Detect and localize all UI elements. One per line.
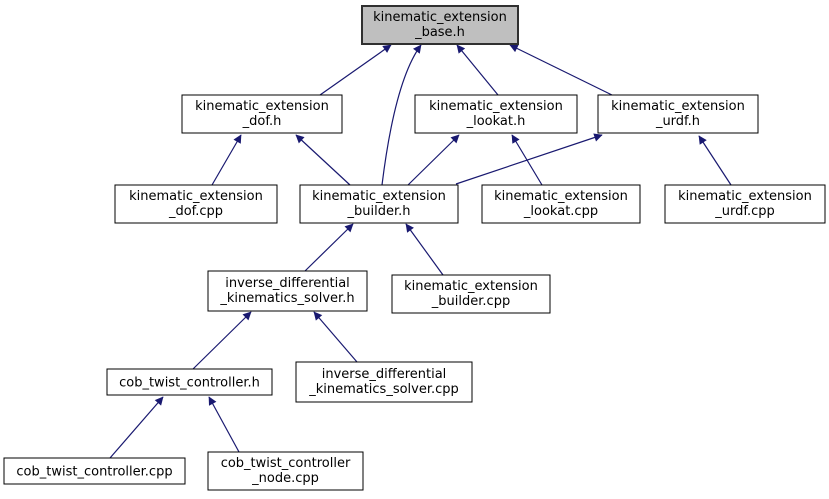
node-box[interactable]: [414, 94, 578, 134]
edge-cob_twist_controller_h--inverse_differential_kinematics_solver_h: [192, 311, 252, 370]
graph-node-kinematic_extension_builder_cpp[interactable]: kinematic_extension_builder.cpp: [391, 274, 551, 314]
node-label-line: _builder.cpp: [431, 294, 510, 309]
graph-node-inverse_differential_kinematics_solver_cpp[interactable]: inverse_differential_kinematics_solver.c…: [295, 361, 473, 403]
node-label-line: _builder.h: [347, 204, 411, 219]
node-box[interactable]: [664, 184, 826, 224]
graph-node-kinematic_extension_urdf_h[interactable]: kinematic_extension_urdf.h: [597, 94, 759, 134]
graph-node-cob_twist_controller_node_cpp[interactable]: cob_twist_controller_node.cpp: [207, 451, 364, 491]
edge-kinematic_extension_builder_h--kinematic_extension_dof_h: [295, 134, 351, 186]
graph-node-kinematic_extension_base_h[interactable]: kinematic_extension_base.h: [361, 5, 519, 45]
edge-inverse_differential_kinematics_solver_cpp--inverse_differential_kinematics_solver_h: [313, 311, 358, 363]
edge-layer: [109, 44, 732, 459]
node-box-selected[interactable]: [361, 5, 519, 45]
node-box[interactable]: [299, 184, 459, 224]
node-box[interactable]: [106, 368, 273, 396]
node-label-line: cob_twist_controller.h: [119, 376, 260, 391]
edge-kinematic_extension_dof_h--kinematic_extension_base_h: [319, 44, 392, 96]
edge-cob_twist_controller_node_cpp--cob_twist_controller_h: [208, 396, 240, 453]
node-box[interactable]: [3, 457, 186, 485]
node-box[interactable]: [481, 184, 641, 224]
graph-node-kinematic_extension_lookat_h[interactable]: kinematic_extension_lookat.h: [414, 94, 578, 134]
node-label-line: _kinematics_solver.cpp: [308, 382, 459, 397]
node-label-line: _base.h: [414, 25, 465, 40]
node-box[interactable]: [114, 184, 278, 224]
node-box[interactable]: [295, 361, 473, 403]
node-label-line: _node.cpp: [251, 471, 319, 486]
edge-kinematic_extension_builder_h--kinematic_extension_base_h: [381, 44, 422, 186]
graph-node-cob_twist_controller_h[interactable]: cob_twist_controller.h: [106, 368, 273, 396]
node-box[interactable]: [207, 451, 364, 491]
node-label-line: kinematic_extension: [678, 189, 812, 204]
node-label-line: cob_twist_controller: [221, 456, 351, 471]
node-label-line: _dof.cpp: [168, 204, 223, 219]
edge-kinematic_extension_urdf_h--kinematic_extension_base_h: [509, 44, 613, 96]
node-label-line: kinematic_extension: [429, 99, 563, 114]
graph-node-cob_twist_controller_cpp[interactable]: cob_twist_controller.cpp: [3, 457, 186, 485]
node-label-line: _kinematics_solver.h: [219, 291, 354, 306]
graph-node-kinematic_extension_lookat_cpp[interactable]: kinematic_extension_lookat.cpp: [481, 184, 641, 224]
node-label-line: _urdf.h: [655, 114, 700, 129]
node-label-line: _urdf.cpp: [714, 204, 775, 219]
graph-node-inverse_differential_kinematics_solver_h[interactable]: inverse_differential_kinematics_solver.h: [207, 270, 368, 312]
edge-kinematic_extension_builder_h--kinematic_extension_lookat_h: [407, 134, 460, 186]
graph-node-kinematic_extension_urdf_cpp[interactable]: kinematic_extension_urdf.cpp: [664, 184, 826, 224]
node-label-line: kinematic_extension: [129, 189, 263, 204]
edge-kinematic_extension_lookat_h--kinematic_extension_base_h: [456, 44, 499, 96]
edge-inverse_differential_kinematics_solver_h--kinematic_extension_builder_h: [304, 223, 354, 272]
edge-kinematic_extension_builder_cpp--kinematic_extension_builder_h: [405, 223, 444, 276]
node-box[interactable]: [181, 94, 343, 134]
graph-node-kinematic_extension_builder_h[interactable]: kinematic_extension_builder.h: [299, 184, 459, 224]
node-label-line: _lookat.cpp: [523, 204, 598, 219]
edge-kinematic_extension_dof_cpp--kinematic_extension_dof_h: [211, 134, 242, 186]
edge-cob_twist_controller_cpp--cob_twist_controller_h: [109, 396, 164, 459]
node-label-line: kinematic_extension: [404, 279, 538, 294]
node-label-line: inverse_differential: [322, 367, 447, 382]
node-box[interactable]: [207, 270, 368, 312]
node-box[interactable]: [597, 94, 759, 134]
node-layer: kinematic_extension_base.hkinematic_exte…: [3, 5, 826, 491]
graph-node-kinematic_extension_dof_cpp[interactable]: kinematic_extension_dof.cpp: [114, 184, 278, 224]
node-label-line: kinematic_extension: [494, 189, 628, 204]
node-label-line: cob_twist_controller.cpp: [16, 465, 172, 480]
node-label-line: kinematic_extension: [312, 189, 446, 204]
edge-kinematic_extension_builder_h--kinematic_extension_urdf_h: [455, 133, 603, 185]
graph-node-kinematic_extension_dof_h[interactable]: kinematic_extension_dof.h: [181, 94, 343, 134]
node-label-line: _lookat.h: [466, 114, 526, 129]
node-label-line: kinematic_extension: [195, 99, 329, 114]
node-label-line: kinematic_extension: [611, 99, 745, 114]
node-label-line: inverse_differential: [225, 276, 350, 291]
edge-kinematic_extension_urdf_cpp--kinematic_extension_urdf_h: [698, 135, 732, 186]
node-label-line: _dof.h: [242, 114, 282, 129]
node-label-line: kinematic_extension: [373, 10, 507, 25]
node-box[interactable]: [391, 274, 551, 314]
